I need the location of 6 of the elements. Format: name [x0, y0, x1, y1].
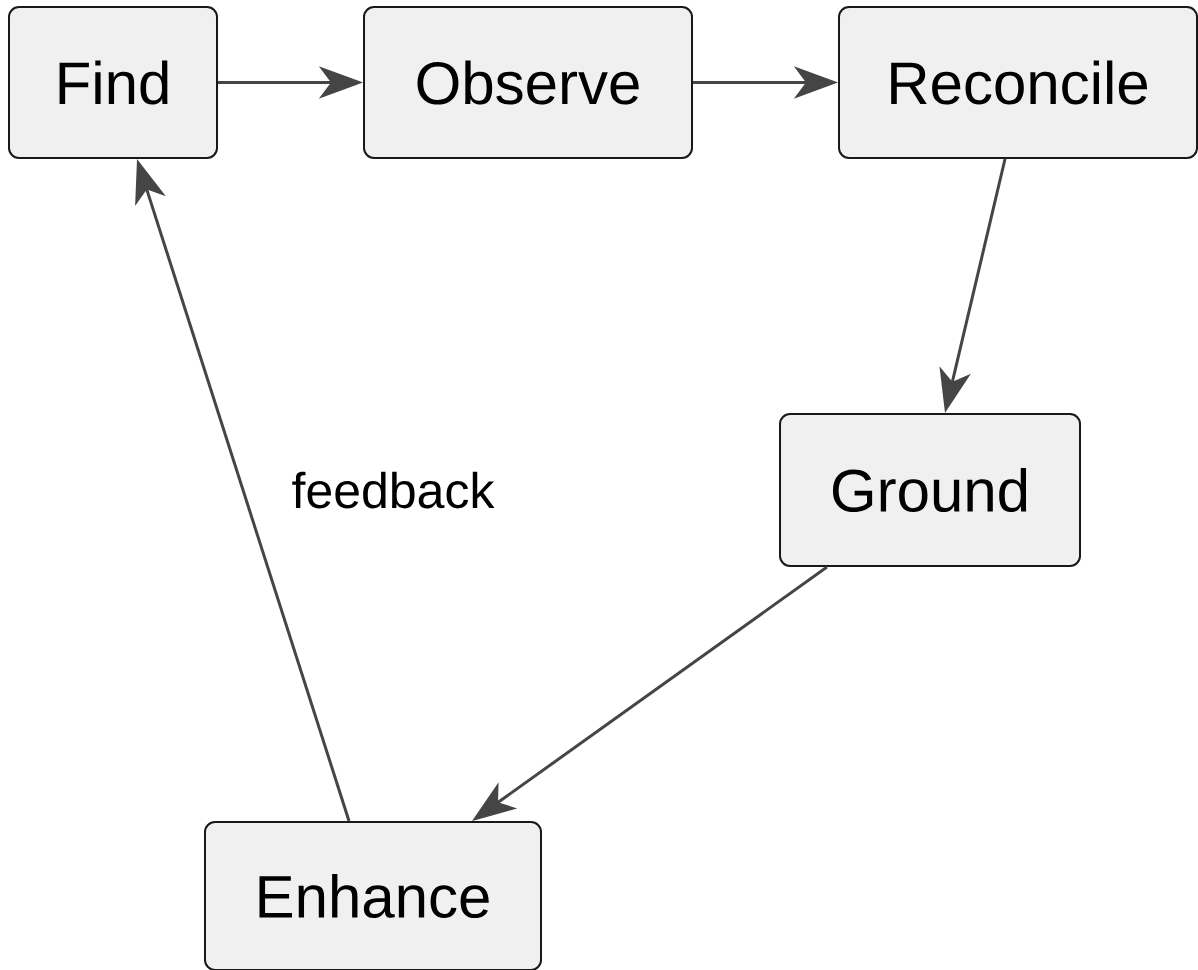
process-box: Observe — [363, 6, 693, 159]
edge-label: feedback — [289, 469, 497, 511]
process-box: Enhance — [204, 821, 542, 970]
process-box: Find — [8, 6, 218, 159]
process-box: Reconcile — [838, 6, 1198, 159]
process-box: Ground — [779, 413, 1081, 567]
